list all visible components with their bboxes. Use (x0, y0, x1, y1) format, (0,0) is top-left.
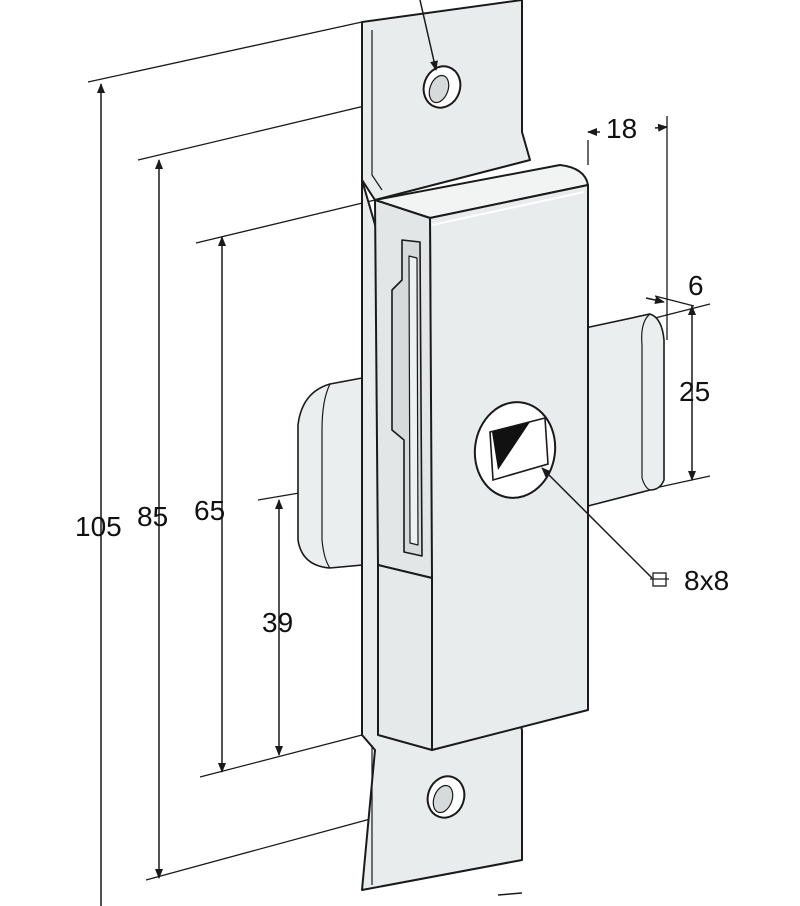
top-screw-hole (422, 65, 462, 109)
extension-lines (87, 21, 711, 881)
dim-label-18: 18 (606, 113, 637, 144)
dim-label-105: 105 (75, 511, 122, 542)
bolt (297, 313, 665, 569)
dim-label-39: 39 (262, 607, 293, 638)
dim-label-25: 25 (679, 376, 710, 407)
dim-label-6: 6 (688, 270, 704, 301)
dim-label-65: 65 (194, 495, 225, 526)
dim-label-8x8: 8x8 (684, 565, 729, 596)
dimension-lines (97, 0, 696, 906)
bottom-screw-hole (426, 775, 466, 819)
dim-label-85: 85 (137, 501, 168, 532)
square-symbol-icon (650, 572, 669, 587)
square-spindle-hole (473, 401, 557, 499)
